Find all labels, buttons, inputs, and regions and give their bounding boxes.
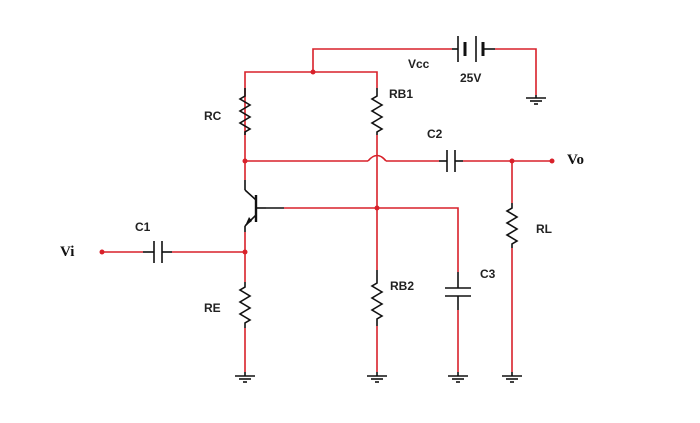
input-wire [99,249,248,255]
ground-battery [526,95,546,105]
label-vo: Vo [567,152,584,168]
transistor-npn [244,161,284,232]
capacitor-c1 [143,241,172,263]
label-battery-voltage: 25V [460,71,481,85]
base-wire [284,205,459,272]
battery-symbol [452,36,495,62]
ground-re [235,372,255,383]
resistor-re [238,282,252,328]
resistor-rb1 [370,88,384,135]
label-c2: C2 [427,127,443,141]
label-vcc: Vcc [408,57,430,71]
resistor-rb2 [370,270,384,326]
label-rl: RL [536,222,552,236]
capacitor-c2 [439,150,463,172]
label-rb2: RB2 [390,279,414,293]
vo-terminal [549,158,555,164]
ground-rl [502,372,522,383]
label-rb1: RB1 [389,87,413,101]
resistor-rl [505,203,519,248]
ground-c3 [448,372,468,383]
label-re: RE [204,301,221,315]
label-c3: C3 [480,267,496,281]
label-rc: RC [204,109,222,123]
supply-rail [244,48,537,135]
ground-rb2 [367,372,387,383]
collector-output-wire [242,154,439,164]
emitter-arrow-icon [245,217,252,226]
resistor-rc [238,88,252,135]
label-vi: Vi [60,244,74,260]
capacitor-c3 [445,272,471,310]
label-c1: C1 [135,220,151,234]
